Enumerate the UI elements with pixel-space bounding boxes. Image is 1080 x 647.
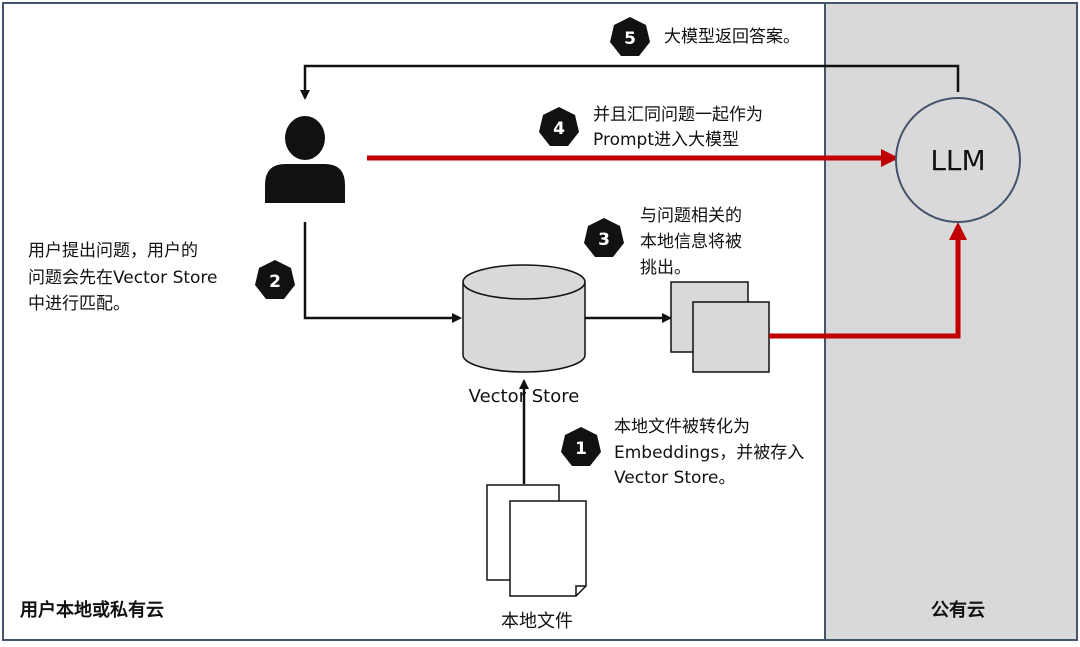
step-2-caption: 用户提出问题，用户的 问题会先在Vector Store 中进行匹配。 <box>28 241 218 314</box>
svg-text:大模型返回答案。: 大模型返回答案。 <box>664 27 800 47</box>
step-5-badge: 5 <box>610 17 650 56</box>
step-4-badge: 4 <box>539 107 579 146</box>
svg-text:5: 5 <box>624 29 636 49</box>
context-to-llm-arrow <box>769 222 967 339</box>
svg-text:3: 3 <box>598 230 610 250</box>
step-5-caption: 大模型返回答案。 <box>664 27 800 47</box>
svg-text:中进行匹配。: 中进行匹配。 <box>28 294 130 314</box>
svg-text:并且汇同问题一起作为: 并且汇同问题一起作为 <box>593 105 763 125</box>
query-to-vector-store-arrow <box>303 222 462 323</box>
svg-text:问题会先在Vector Store: 问题会先在Vector Store <box>28 268 218 288</box>
svg-text:Vector Store。: Vector Store。 <box>614 468 736 488</box>
svg-text:Prompt进入大模型: Prompt进入大模型 <box>593 130 739 150</box>
svg-text:本地信息将被: 本地信息将被 <box>640 232 742 252</box>
vector-store-icon <box>462 264 586 373</box>
step-3-caption: 与问题相关的 本地信息将被 挑出。 <box>640 206 742 278</box>
llm-node <box>895 97 1021 223</box>
svg-text:用户提出问题，用户的: 用户提出问题，用户的 <box>28 241 198 261</box>
svg-text:4: 4 <box>553 119 565 139</box>
local-files-icon <box>486 484 587 597</box>
svg-text:与问题相关的: 与问题相关的 <box>640 206 742 226</box>
svg-text:本地文件被转化为: 本地文件被转化为 <box>614 417 750 437</box>
svg-text:挑出。: 挑出。 <box>640 258 691 278</box>
step-4-caption: 并且汇同问题一起作为 Prompt进入大模型 <box>593 105 763 150</box>
user-icon <box>265 116 345 203</box>
step-1-caption: 本地文件被转化为 Embeddings，并被存入 Vector Store。 <box>614 417 804 488</box>
local-region-label: 用户本地或私有云 <box>20 599 164 621</box>
step-2-badge: 2 <box>255 260 295 299</box>
step-1-badge: 1 <box>561 427 601 466</box>
step-3-badge: 3 <box>584 218 624 257</box>
public-cloud-label: 公有云 <box>931 599 985 621</box>
local-files-label: 本地文件 <box>501 611 573 632</box>
svg-text:2: 2 <box>269 272 281 292</box>
svg-text:1: 1 <box>575 439 587 459</box>
svg-text:Embeddings，并被存入: Embeddings，并被存入 <box>614 443 804 463</box>
answer-return-arrow <box>300 64 960 100</box>
llm-label: LLM <box>930 144 985 177</box>
